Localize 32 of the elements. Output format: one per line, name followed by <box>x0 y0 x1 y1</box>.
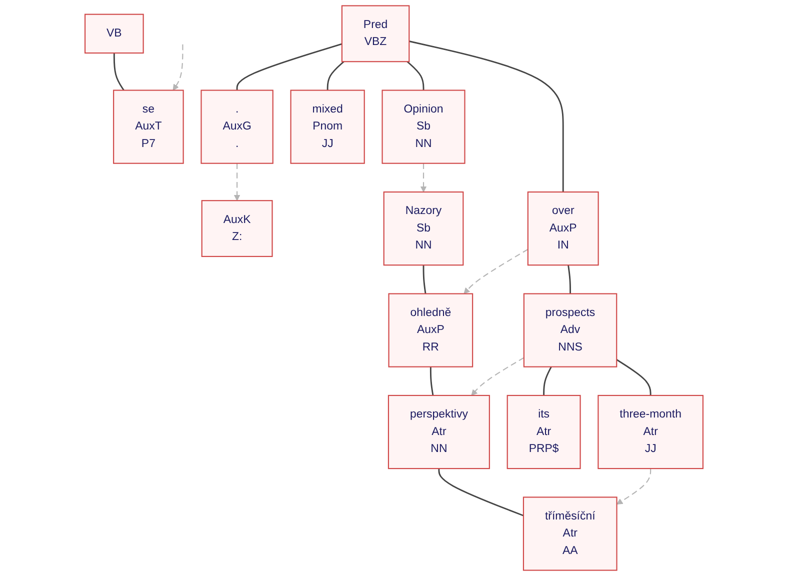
arrow <box>616 468 652 505</box>
connector <box>568 264 571 294</box>
connector <box>616 359 652 396</box>
connector <box>236 43 342 90</box>
node-box: se AuxT P7 <box>113 90 184 164</box>
connector <box>430 366 434 396</box>
connector <box>113 53 124 91</box>
connector <box>408 40 564 192</box>
arrow <box>471 357 524 396</box>
node-box: three-month Atr JJ <box>598 394 704 470</box>
arrow <box>464 248 528 294</box>
node-box: mixed Pnom JJ <box>290 90 365 164</box>
node-box: AuxK Z: <box>201 200 273 258</box>
connector <box>543 366 552 396</box>
node-box: . AuxG . <box>200 90 274 164</box>
node-box: over AuxP IN <box>527 191 599 266</box>
arrow <box>172 44 184 91</box>
node-box: perspektivy Atr NN <box>388 394 490 470</box>
node-box: tříměsíční Atr AA <box>522 496 618 571</box>
node-box: Pred VBZ <box>341 5 410 62</box>
connector <box>406 61 424 90</box>
node-box: Opinion Sb NN <box>382 90 466 164</box>
connector <box>326 61 344 90</box>
node-box: prospects Adv NNS <box>523 293 618 368</box>
arrow <box>234 163 240 201</box>
node-box: its Atr PRP$ <box>506 394 581 470</box>
arrow <box>420 163 427 192</box>
connector <box>438 468 524 516</box>
connector <box>422 265 426 294</box>
node-box: Nazory Sb NN <box>383 191 464 266</box>
node-box: VB <box>84 14 144 54</box>
node-box: ohledně AuxP RR <box>388 293 474 368</box>
